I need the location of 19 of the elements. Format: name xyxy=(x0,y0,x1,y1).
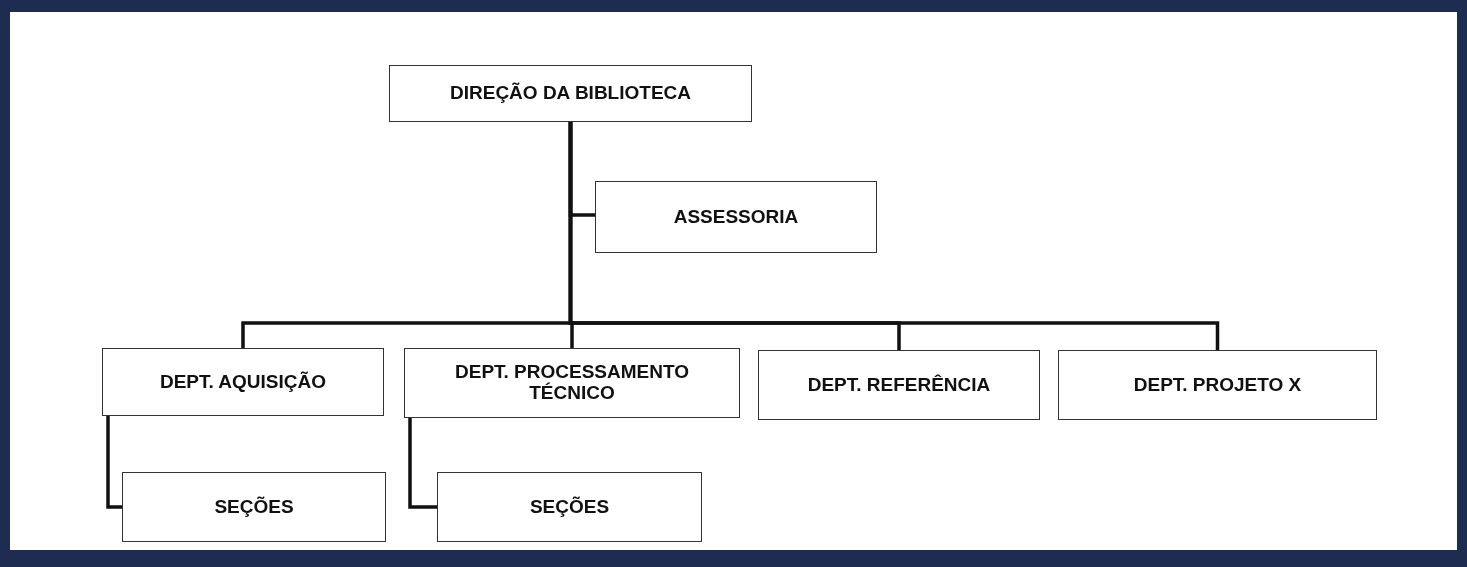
unit-name: DEPT. PROJETO X xyxy=(1133,374,1302,396)
org-box xyxy=(102,348,384,416)
org-box xyxy=(122,472,386,542)
org-box xyxy=(595,181,877,253)
unit-name: ASSESSORIA xyxy=(673,206,799,228)
org-box xyxy=(1058,350,1377,420)
connector-line xyxy=(568,122,1220,350)
unit-name: DEPT. PROCESSAMENTO TÉCNICO xyxy=(454,362,690,404)
connector-line xyxy=(408,418,437,509)
org-box xyxy=(404,348,740,418)
connector-line xyxy=(106,416,122,509)
unit-name: SEÇÕES xyxy=(214,496,294,518)
org-box xyxy=(437,472,702,542)
unit-name: DEPT. REFERÊNCIA xyxy=(807,374,991,396)
unit-name: SEÇÕES xyxy=(529,496,610,518)
unit-name: DIREÇÃO DA BIBLIOTECA xyxy=(450,83,691,104)
unit-name: DEPT. AQUISIÇÃO xyxy=(159,371,327,393)
org-box xyxy=(758,350,1040,420)
org-box xyxy=(389,65,752,122)
